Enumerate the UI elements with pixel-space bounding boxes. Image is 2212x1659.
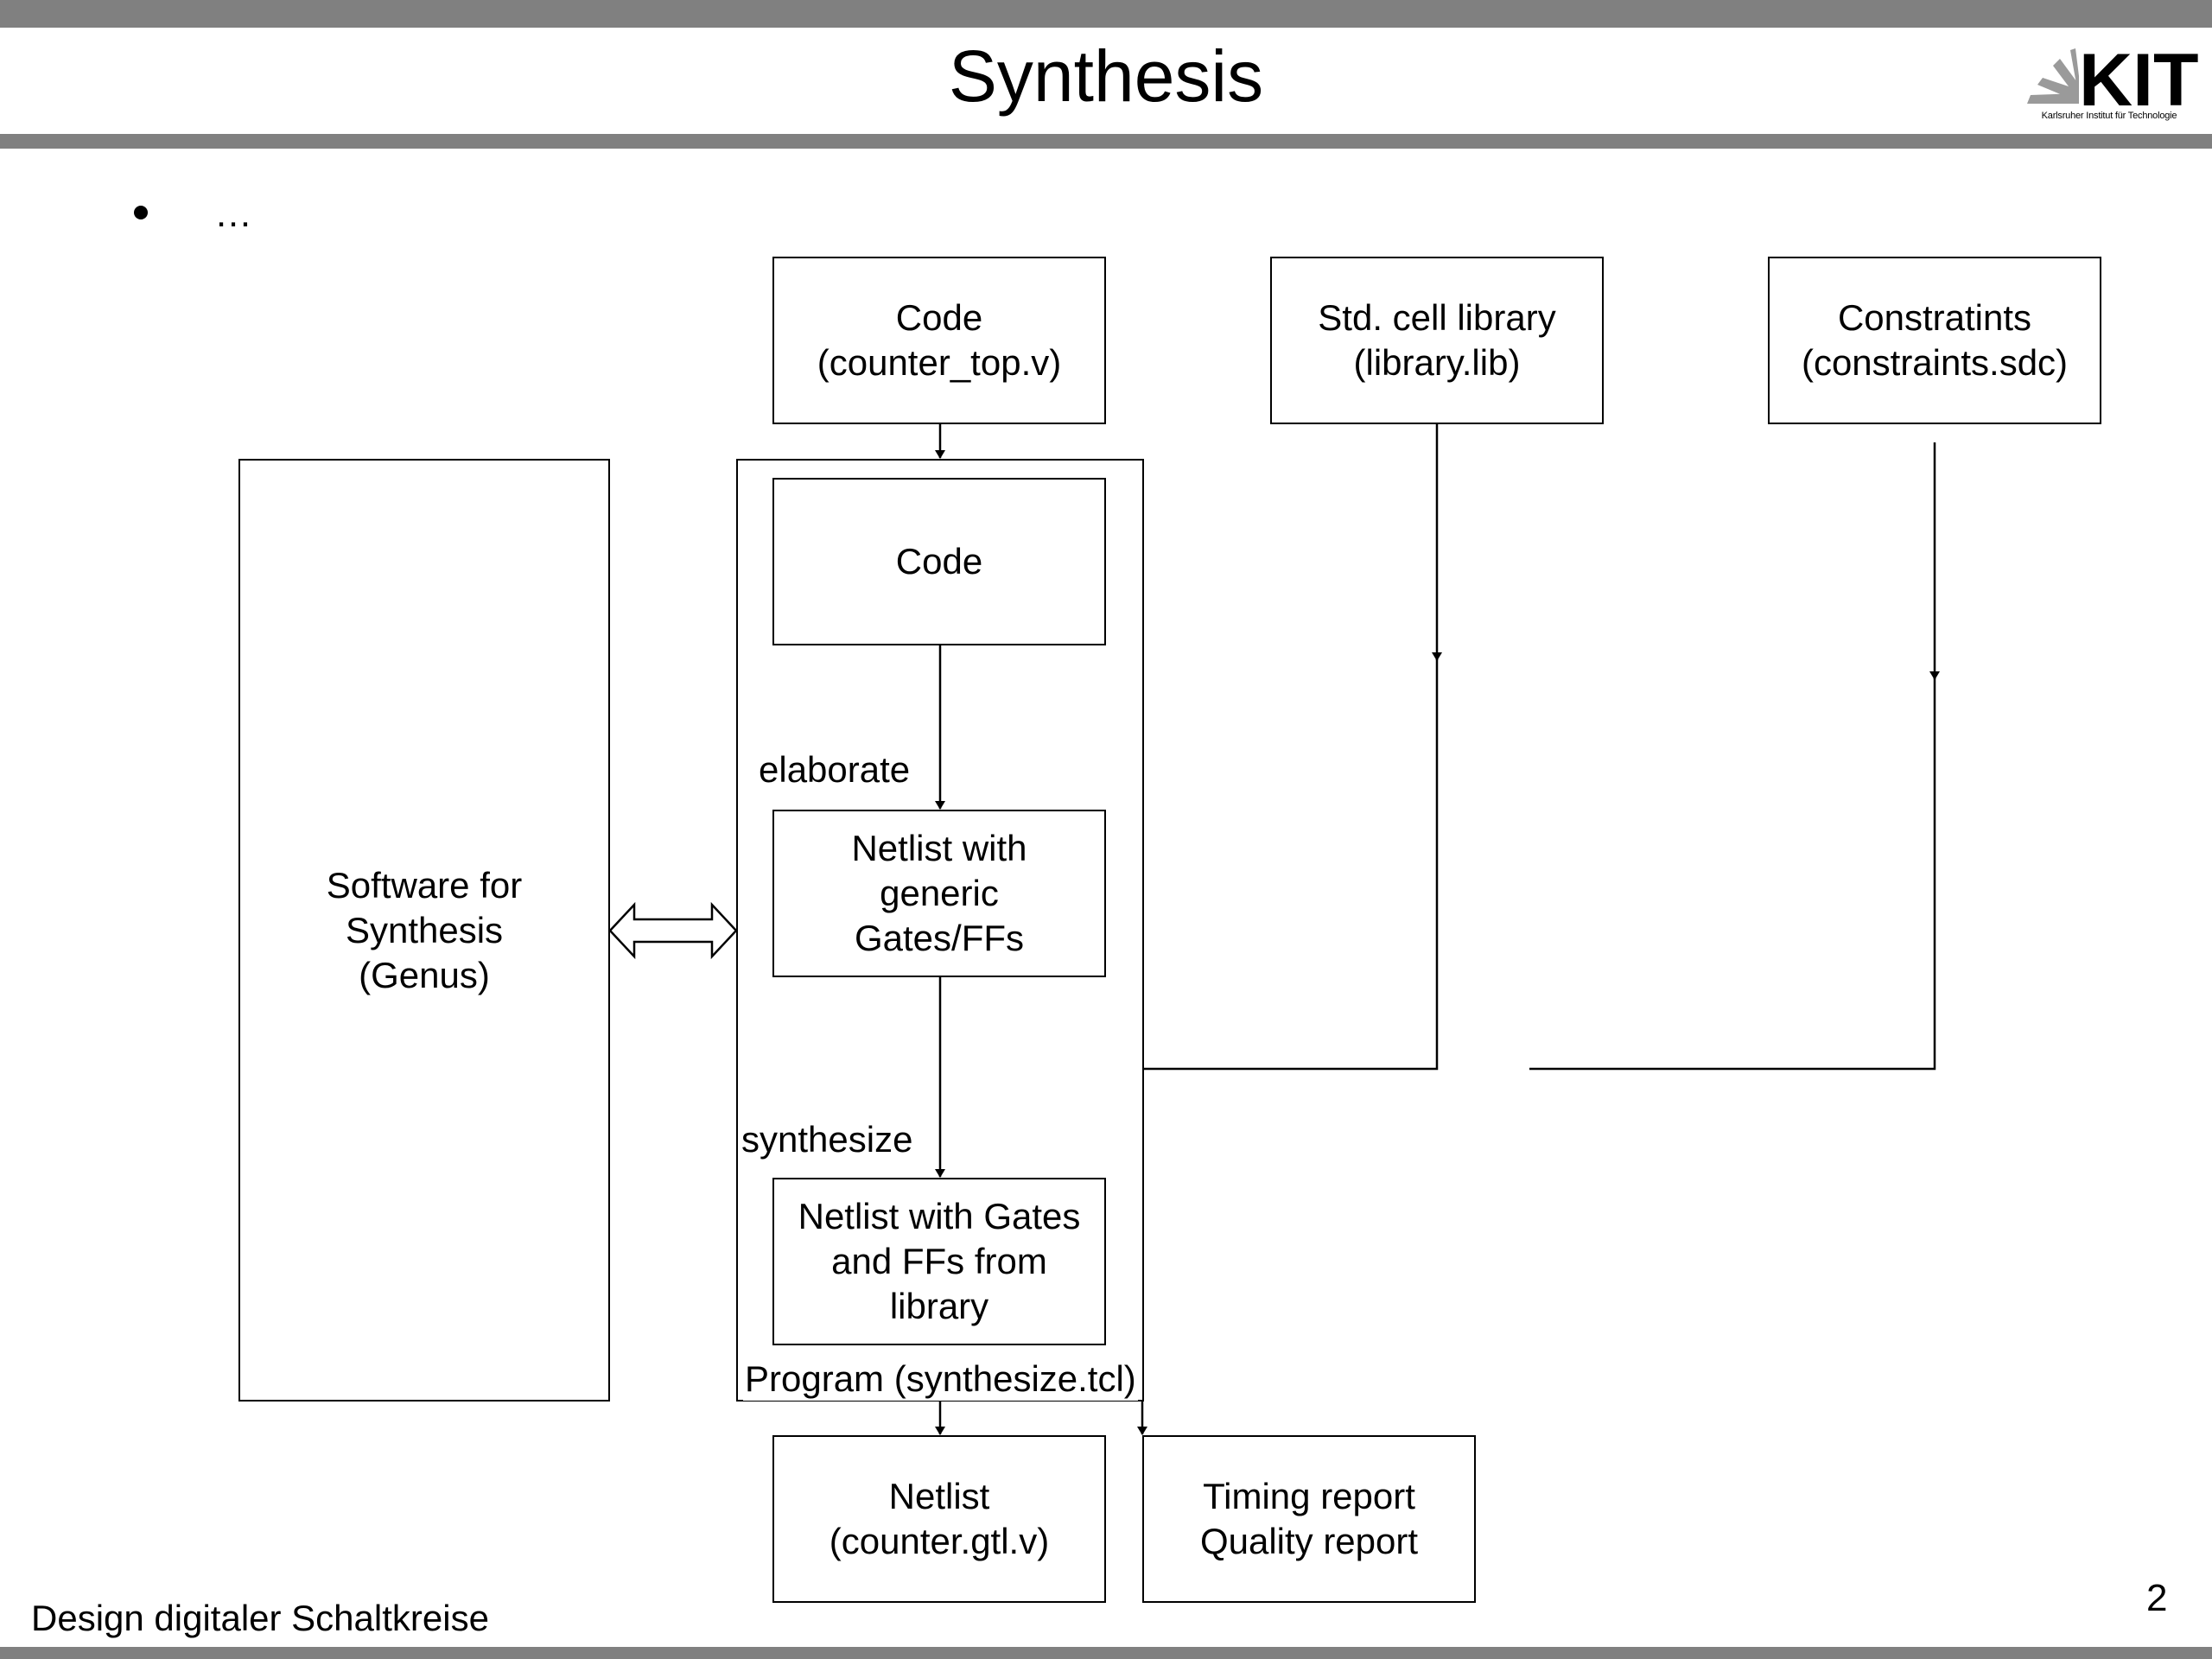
bullet-point-icon (134, 206, 148, 219)
header-bottom-bar (0, 134, 2212, 149)
constraints-box: Constratints (constraints.sdc) (1768, 257, 2101, 424)
program-frame (736, 459, 1144, 1402)
library-netlist-box: Netlist with Gates and FFs from library (772, 1178, 1106, 1345)
generic-netlist-box: Netlist with generic Gates/FFs (772, 810, 1106, 977)
kit-logo-icon: KIT (2027, 41, 2199, 122)
code-file-box: Code (counter_top.v) (772, 257, 1106, 424)
footer-text: Design digitaler Schaltkreise (31, 1598, 489, 1638)
reports-output-box: Timing report Quality report (1142, 1435, 1476, 1603)
header-top-bar (0, 0, 2212, 28)
std-cell-library-box: Std. cell library (library.lib) (1270, 257, 1604, 424)
slide-title: Synthesis (948, 35, 1264, 117)
logo-caption: Karlsruher Institut für Technologie (2041, 111, 2177, 121)
code-step-box: Code (772, 478, 1106, 645)
logo-text: KIT (2079, 41, 2199, 122)
page-number: 2 (2146, 1577, 2168, 1619)
line-constraints-horizontal (1529, 674, 1936, 1071)
line-library-to-program (1142, 657, 1439, 1071)
double-arrow-icon (608, 901, 738, 960)
netlist-output-box: Netlist (counter.gtl.v) (772, 1435, 1106, 1603)
bullet-text: … (214, 193, 257, 235)
software-box: Software for Synthesis (Genus) (238, 459, 610, 1402)
footer-bar (0, 1647, 2212, 1659)
program-label: Program (synthesize.tcl) (743, 1357, 1138, 1401)
elaborate-label: elaborate (759, 749, 911, 790)
synthesize-label: synthesize (741, 1119, 913, 1160)
